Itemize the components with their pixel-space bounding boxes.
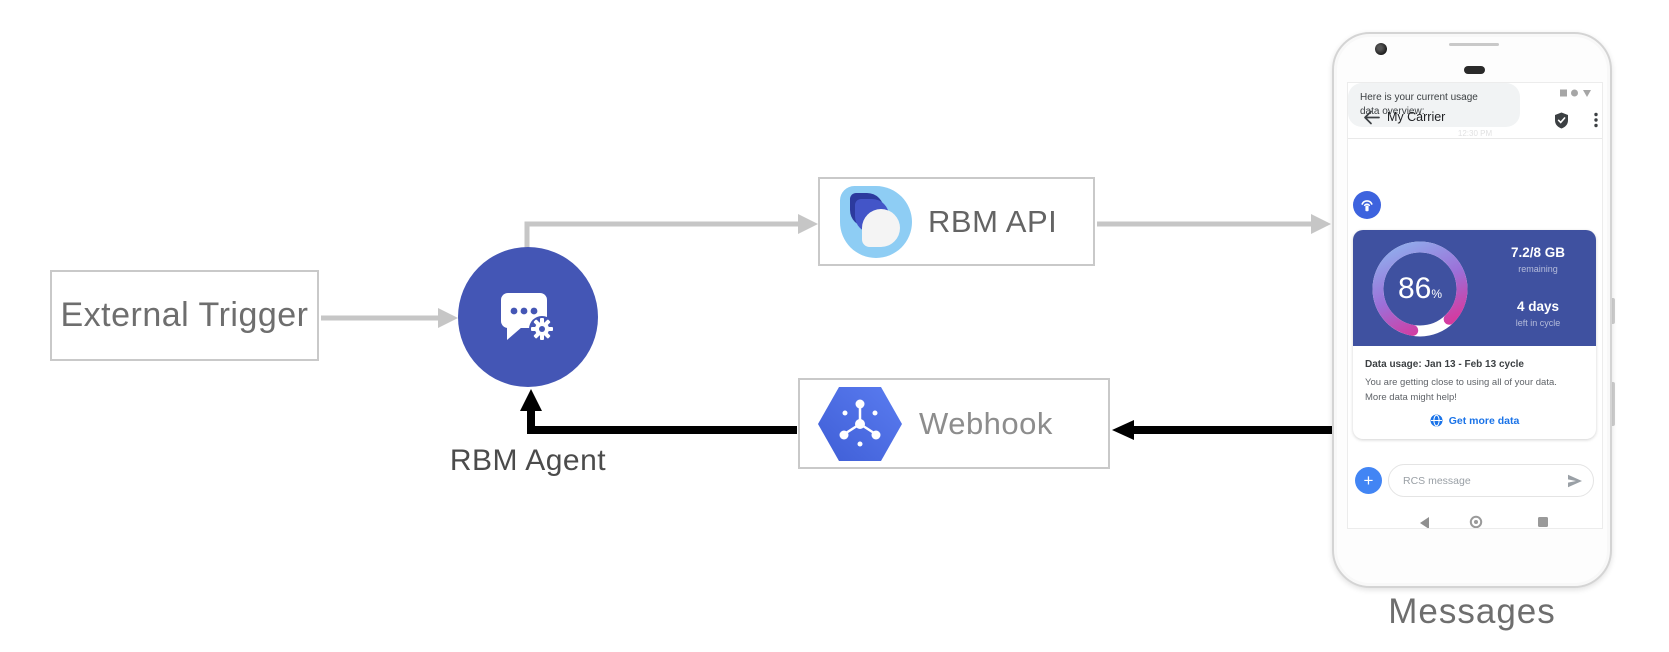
overflow-menu-icon[interactable] bbox=[1594, 112, 1598, 128]
webhook-label: Webhook bbox=[919, 405, 1053, 441]
conversation-title: My Carrier bbox=[1387, 110, 1446, 124]
bubble-line-2: data overview: bbox=[1360, 106, 1425, 117]
webhook-hexagon-icon bbox=[818, 386, 902, 461]
usage-card-text-1: You are getting close to using all of yo… bbox=[1365, 377, 1557, 388]
usage-gauge-panel: 86% 7.2/8 GB remaining 4 days left in cy… bbox=[1353, 230, 1596, 346]
arrow-webhook-to-agent bbox=[527, 408, 797, 434]
nav-recents-icon[interactable] bbox=[1538, 517, 1548, 527]
arrow-agent-to-api bbox=[524, 221, 800, 252]
days-left-caption: left in cycle bbox=[1515, 318, 1561, 328]
data-amount: 7.2/8 GB bbox=[1510, 245, 1566, 260]
phone-mockup: My Carrier 12:30 PM bbox=[1332, 32, 1612, 588]
arrowhead-agent-to-api bbox=[798, 214, 818, 234]
arrowhead-phone-to-webhook bbox=[1112, 420, 1134, 440]
faint-timestamp: 12:30 PM bbox=[1457, 129, 1493, 138]
rbm-api-label: RBM API bbox=[928, 203, 1058, 239]
nav-back-icon[interactable] bbox=[1420, 517, 1429, 528]
arrowhead-trigger-to-agent bbox=[438, 308, 458, 328]
bubble-line-1: Here is your current usage bbox=[1360, 92, 1478, 103]
messages-caption: Messages bbox=[1388, 592, 1556, 631]
verified-badge-icon[interactable] bbox=[1554, 112, 1569, 129]
usage-card-text-2: More data might help! bbox=[1365, 392, 1457, 403]
phone-screen: My Carrier 12:30 PM bbox=[1347, 82, 1603, 529]
gauge-stats: 7.2/8 GB remaining 4 days left in cycle bbox=[1483, 230, 1593, 346]
globe-icon bbox=[1430, 414, 1443, 427]
phone-side-button bbox=[1610, 382, 1615, 426]
header-divider bbox=[1348, 138, 1602, 139]
front-camera bbox=[1375, 43, 1387, 55]
phone-side-button bbox=[1610, 298, 1615, 324]
usage-card-title: Data usage: Jan 13 - Feb 13 cycle bbox=[1365, 359, 1524, 370]
speaker-grille bbox=[1449, 43, 1499, 46]
days-left: 4 days bbox=[1516, 299, 1560, 314]
rbm-api-node: RBM API bbox=[818, 177, 1095, 266]
chat-bubble-gear-icon bbox=[501, 293, 555, 342]
rbm-api-logo-icon bbox=[840, 185, 912, 258]
usage-card-body: Data usage: Jan 13 - Feb 13 cycle You ar… bbox=[1353, 346, 1596, 439]
data-amount-caption: remaining bbox=[1518, 264, 1558, 274]
status-bar-icons bbox=[1560, 89, 1591, 97]
rbm-agent-label: RBM Agent bbox=[449, 444, 607, 477]
agent-avatar bbox=[1353, 191, 1381, 219]
rcs-message-input[interactable] bbox=[1403, 474, 1567, 487]
gauge-percent: 86% bbox=[1397, 272, 1443, 305]
hotspot-icon bbox=[1361, 200, 1373, 212]
attach-plus-button[interactable]: + bbox=[1355, 467, 1382, 494]
external-trigger-label: External Trigger bbox=[60, 296, 309, 334]
back-arrow-icon[interactable] bbox=[1363, 110, 1380, 125]
earpiece bbox=[1464, 66, 1485, 74]
webhook-node: Webhook bbox=[798, 378, 1110, 469]
send-icon[interactable] bbox=[1567, 474, 1583, 488]
arrowhead-webhook-to-agent bbox=[520, 389, 542, 411]
nav-home-icon[interactable] bbox=[1469, 515, 1483, 529]
message-composer[interactable] bbox=[1388, 464, 1594, 497]
usage-gauge-ring bbox=[1372, 241, 1468, 337]
chat-bubble: Here is your current usage data overview… bbox=[1348, 83, 1520, 127]
plus-label: + bbox=[1363, 470, 1374, 490]
usage-rich-card: 86% 7.2/8 GB remaining 4 days left in cy… bbox=[1353, 230, 1596, 439]
external-trigger-node: External Trigger bbox=[50, 270, 319, 361]
get-more-data-label: Get more data bbox=[1448, 414, 1520, 427]
rbm-agent-node bbox=[458, 247, 598, 387]
arrowhead-api-to-phone bbox=[1311, 214, 1331, 234]
get-more-data-button[interactable]: Get more data bbox=[1365, 414, 1584, 427]
